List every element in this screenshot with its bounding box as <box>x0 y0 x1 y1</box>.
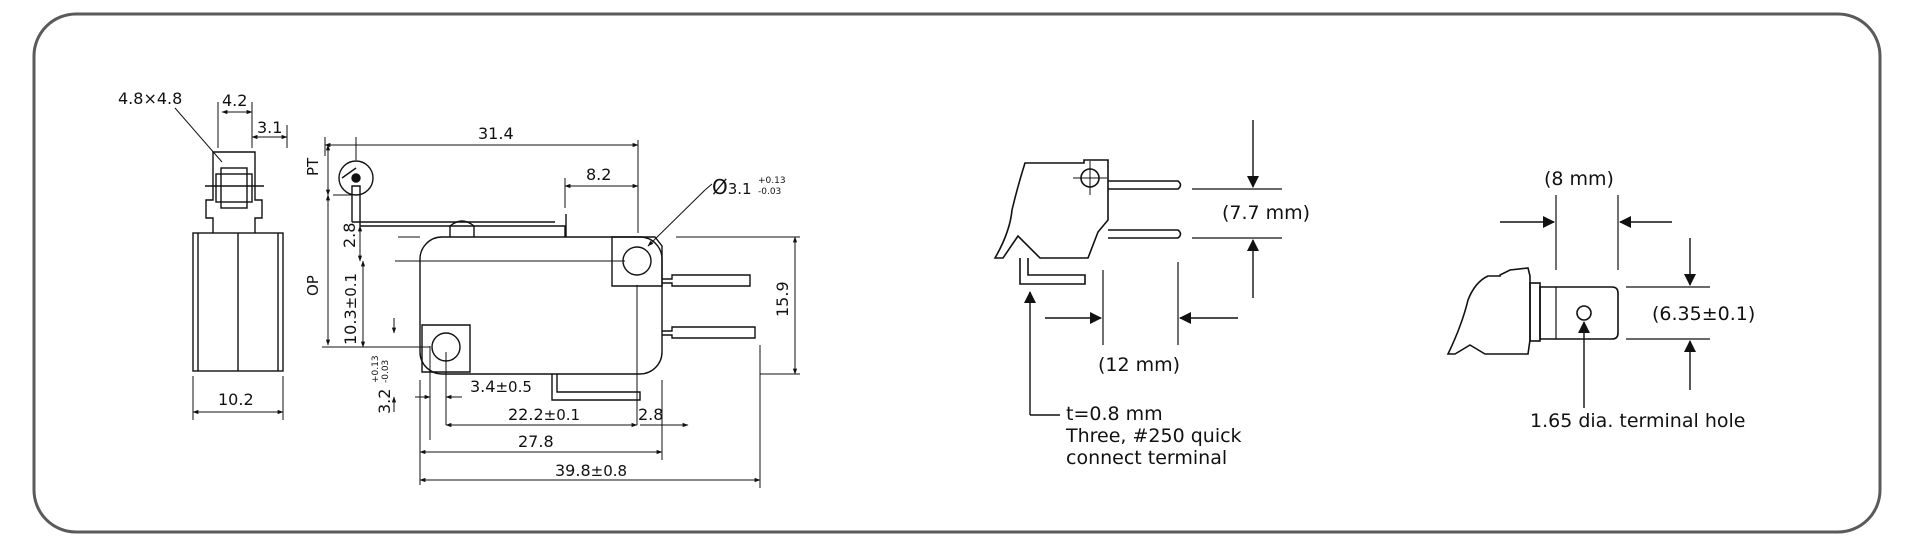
pt-label: PT <box>304 157 322 176</box>
terminal-lower <box>662 326 756 339</box>
hole-pitch-h-label: 22.2±0.1 <box>508 405 580 424</box>
small-hole-tol-plus: +0.13 <box>371 355 381 383</box>
terminal-desc-line1: Three, #250 quick <box>1065 425 1242 447</box>
lever-length-label: 31.4 <box>478 124 514 143</box>
hole-edge-label: 3.4±0.5 <box>470 377 532 396</box>
terminal-spacing-label: (7.7 mm) <box>1222 202 1310 224</box>
outer-frame <box>32 12 1882 534</box>
tab-view-labels: (8 mm) (6.35±0.1) 1.65 dia. terminal hol… <box>1530 168 1755 432</box>
terminal-gap-label: 2.8 <box>638 405 663 424</box>
terminal-bottom <box>551 374 641 401</box>
terminal-view-body <box>993 159 1109 259</box>
roller <box>338 160 374 196</box>
roller-width-label: 4.2 <box>222 91 247 110</box>
quick-connect-tab <box>1539 286 1619 340</box>
terminal-upper <box>662 274 751 287</box>
mounting-hole-upper <box>622 246 652 276</box>
front-view <box>322 137 800 488</box>
view-terminal-upper <box>1108 180 1182 190</box>
front-view-labels: 31.4 PT OP 8.2 Ø3.1 +0.13 -0.03 2.8 10.3… <box>304 124 792 480</box>
small-hole-dia-label: 3.2 <box>375 389 394 414</box>
roller-size-label: 4.8×4.8 <box>118 89 182 108</box>
switch-body <box>419 236 663 375</box>
side-view <box>174 102 288 420</box>
actuator-lever <box>351 185 566 237</box>
terminal-view-dims <box>1024 120 1259 416</box>
hole-dia-tol-plus: +0.13 <box>758 176 786 186</box>
body-height-label: 15.9 <box>773 281 792 317</box>
terminal-view-labels: (7.7 mm) (12 mm) t=0.8 mm Three, #250 qu… <box>1065 202 1310 469</box>
op-label: OP <box>304 275 322 296</box>
overall-length-label: 39.8±0.8 <box>555 461 627 480</box>
terminal-view <box>993 159 1282 345</box>
hole-dia-tol-minus: -0.03 <box>758 187 781 197</box>
body-length-label: 27.8 <box>518 432 554 451</box>
terminal-desc-line2: connect terminal <box>1066 447 1227 469</box>
tab-view-body <box>1446 267 1531 355</box>
tab-view-dims <box>1500 216 1696 408</box>
small-hole-tol-minus: -0.03 <box>381 360 391 383</box>
terminal-length-label: (12 mm) <box>1098 354 1180 376</box>
hole-dia-label: Ø3.1 <box>712 175 752 199</box>
side-view-labels: 4.8×4.8 4.2 3.1 10.2 <box>118 89 282 409</box>
hole-pitch-v-label: 10.3±0.1 <box>341 273 360 345</box>
top-gap-label: 2.8 <box>340 223 359 248</box>
body-thickness-label: 10.2 <box>218 390 254 409</box>
terminal-thickness-label: t=0.8 mm <box>1066 403 1163 425</box>
lever-offset-label: 8.2 <box>586 165 611 184</box>
view-terminal-lower <box>1108 229 1182 239</box>
view-terminal-bottom <box>1019 258 1086 285</box>
terminal-hole <box>1576 305 1592 321</box>
roller-offset-label: 3.1 <box>257 118 282 137</box>
tab-view <box>1446 195 1710 355</box>
terminal-hole-label: 1.65 dia. terminal hole <box>1530 410 1745 432</box>
tab-width-label: (8 mm) <box>1544 168 1614 190</box>
tab-size-label: (6.35±0.1) <box>1652 303 1755 325</box>
